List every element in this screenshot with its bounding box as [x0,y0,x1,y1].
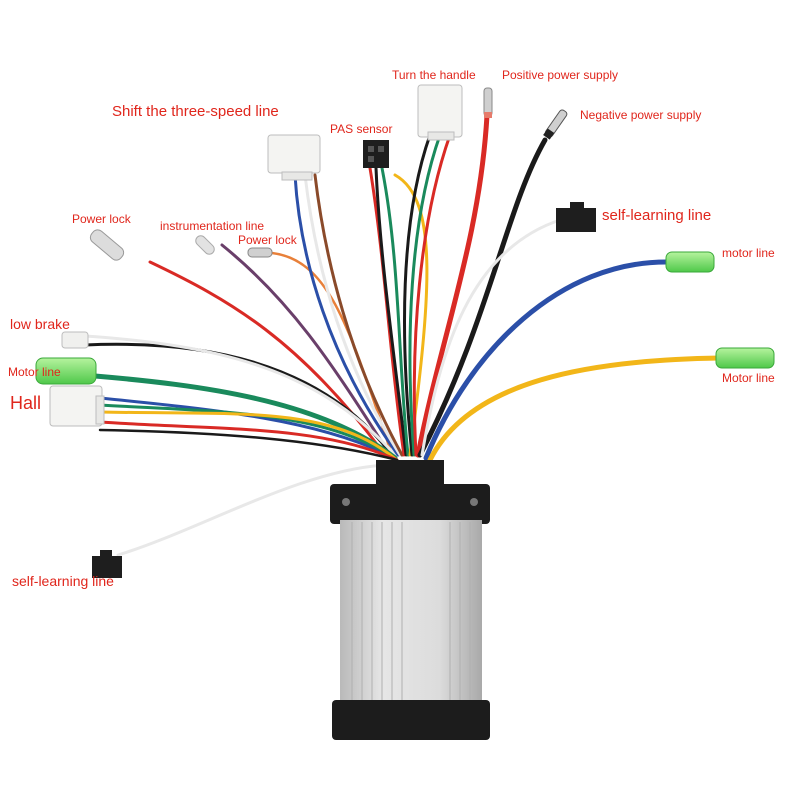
wire-hall-black [98,428,399,462]
positive-power-terminal [483,87,493,118]
label-positive-power-supply: Positive power supply [502,68,619,82]
wire-instrumentation [220,243,392,457]
wire-hall-yellow [98,410,399,462]
label-motor-line-right-top: motor line [722,246,775,260]
wire-low-brake-white [83,334,397,457]
handle-connector [417,84,463,141]
wire-negative-power [417,137,548,458]
wire-self-learning-bottom [116,463,387,557]
wire-three-speed-1 [293,173,400,457]
wire-motor-left [92,373,398,461]
three-speed-connector [267,134,321,181]
label-negative-power-supply: Negative power supply [580,108,702,122]
label-turn-the-handle: Turn the handle [392,68,476,82]
pas-sensor-connector [363,140,389,168]
low-brake-connector [61,331,89,349]
wire-motor-right-bottom [427,355,723,463]
wire-handle-green [408,133,442,457]
label-self-learning-right: self-learning line [602,207,712,224]
label-instrumentation-line: instrumentation line [160,219,265,233]
self-learning-right-connector [556,202,596,232]
wire-bundle [83,112,723,557]
self-learning-bottom-connector [92,550,122,578]
motor-line-right-bottom-connector [715,347,775,369]
wire-hall-red [98,420,399,462]
label-self-learning-bottom: self-learning line [12,573,114,589]
hall-connector [49,385,105,427]
motor-line-left-connector [35,357,97,385]
wire-pas-black [374,166,408,457]
label-low-brake: low brake [10,316,70,332]
label-three-speed-line: Shift the three-speed line [112,103,279,120]
wire-self-learning-right [420,218,562,457]
wire-pas-green [380,166,410,457]
wire-handle-red [412,133,452,457]
label-motor-line-right-bottom: Motor line [722,371,775,385]
power-lock-mid-terminal [247,247,273,258]
label-power-lock-mid: Power lock [238,233,297,247]
wire-hall-blue [98,396,397,460]
label-hall: Hall [10,393,42,413]
wire-three-speed-3 [313,173,404,457]
wire-power-lock-mid [270,251,394,457]
wire-three-speed-2 [303,173,402,457]
instrumentation-terminal [195,235,215,255]
motor-line-right-top-connector [665,251,715,273]
wire-handle-black [403,133,432,457]
label-pas-sensor: PAS sensor [330,122,393,136]
wire-positive-power [415,112,490,458]
wire-motor-right-top [423,259,673,461]
label-power-lock-left: Power lock [72,212,131,226]
label-motor-line-left: Motor line [8,365,61,379]
power-lock-left-terminal [89,229,125,261]
negative-power-terminal [543,109,568,140]
controller-unit [330,460,490,740]
wire-pas-yellow [393,173,429,457]
